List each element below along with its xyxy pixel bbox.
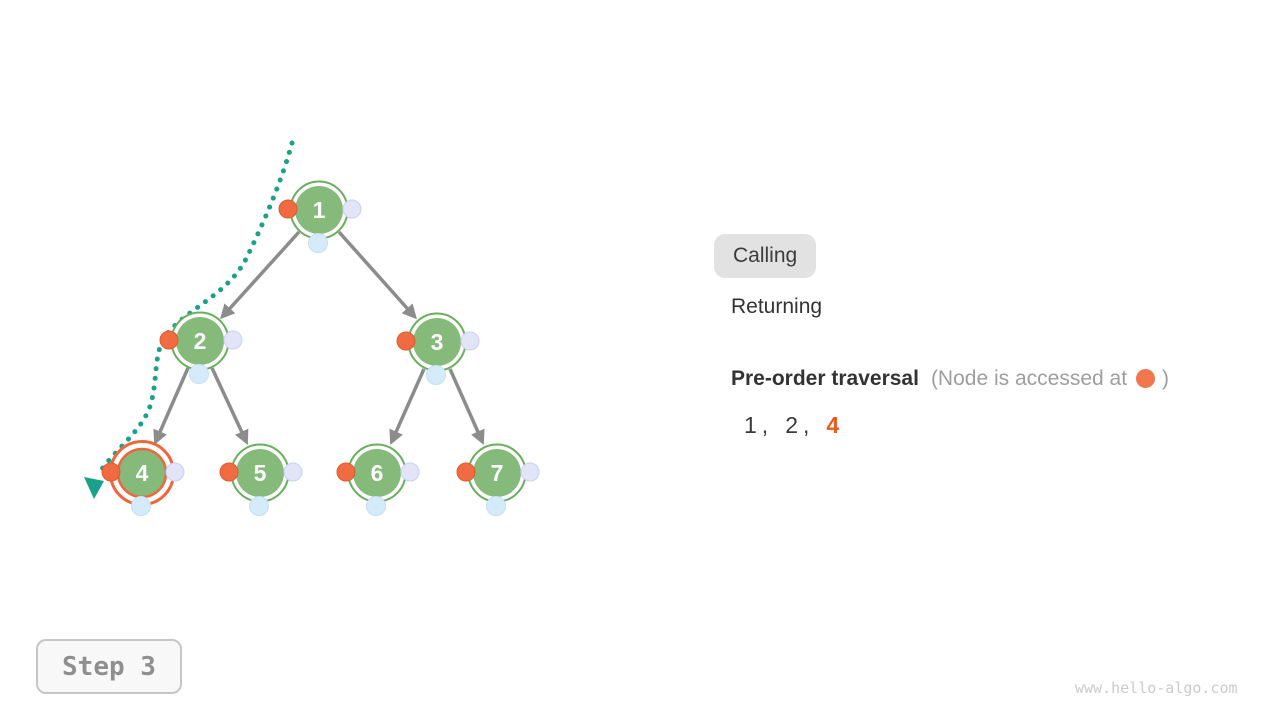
node-disc [295,186,343,234]
bottom-dot-icon [366,496,386,516]
sequence-separator: , [802,412,810,438]
bottom-dot-icon [486,496,506,516]
bottom-dot-icon [189,364,209,384]
node-value: 2 [194,328,207,354]
bottom-dot-icon [308,233,328,253]
tree-edge-1-2 [220,230,301,320]
access-point-icon [101,462,121,482]
tree-node-6: 6 [336,443,420,516]
access-point-icon [278,199,298,219]
node-disc [176,317,224,365]
traversal-title: Pre-order traversal [731,367,919,390]
tree-node-5: 5 [219,443,303,516]
binary-tree-diagram: 1 2 3 4 [84,140,540,516]
node-value: 3 [431,329,444,355]
right-dot-icon [283,462,303,482]
node-value: 1 [313,197,326,223]
node-disc [473,449,521,497]
access-point-icon [219,462,239,482]
trail-arrowhead-icon [84,477,104,499]
traversal-note-suffix: ) [1162,367,1170,390]
sequence-item: 1 [744,412,757,438]
call-trail [99,140,295,472]
traversal-note-prefix: (Node is accessed at [930,367,1128,390]
access-point-icon [396,331,416,351]
right-dot-icon [165,462,185,482]
traversal-sequence: 1,2,4 [744,412,839,439]
tree-edge-2-4 [153,367,190,446]
tree-edge-2-5 [210,367,249,445]
tree-node-7: 7 [456,443,540,516]
node-disc [413,318,461,366]
tree-edge-3-6 [389,368,426,446]
tree-node-1: 1 [278,180,362,253]
node-value: 7 [491,460,504,486]
node-value: 6 [371,460,384,486]
tree-edge-3-7 [448,368,485,446]
bottom-dot-icon [131,496,151,516]
traversal-caption: Pre-order traversal (Node is accessed at) [731,367,1169,391]
tree-node-3: 3 [396,312,480,385]
legend-returning[interactable]: Returning [731,295,823,318]
node-disc [236,449,284,497]
access-dot-icon [1136,369,1156,388]
right-dot-icon [520,462,540,482]
right-dot-icon [400,462,420,482]
sequence-item: 2 [785,412,798,438]
bottom-dot-icon [426,365,446,385]
tree-edges [153,230,485,446]
right-dot-icon [223,330,243,350]
traversal-note: (Node is accessed at) [931,367,1169,390]
access-point-icon [159,330,179,350]
sequence-item-current: 4 [826,412,840,438]
bottom-dot-icon [249,496,269,516]
access-point-icon [336,462,356,482]
legend-calling[interactable]: Calling [714,234,817,278]
sequence-separator: , [761,412,769,438]
node-value: 5 [254,460,267,486]
node-value: 4 [136,460,149,486]
watermark: www.hello-algo.com [1075,679,1238,697]
right-dot-icon [460,331,480,351]
right-dot-icon [342,199,362,219]
tree-edge-1-3 [337,230,417,320]
tree-node-2: 2 [159,311,243,384]
step-indicator[interactable]: Step 3 [36,639,182,694]
access-point-icon [456,462,476,482]
node-disc [353,449,401,497]
tree-node-4-current: 4 [101,440,185,516]
